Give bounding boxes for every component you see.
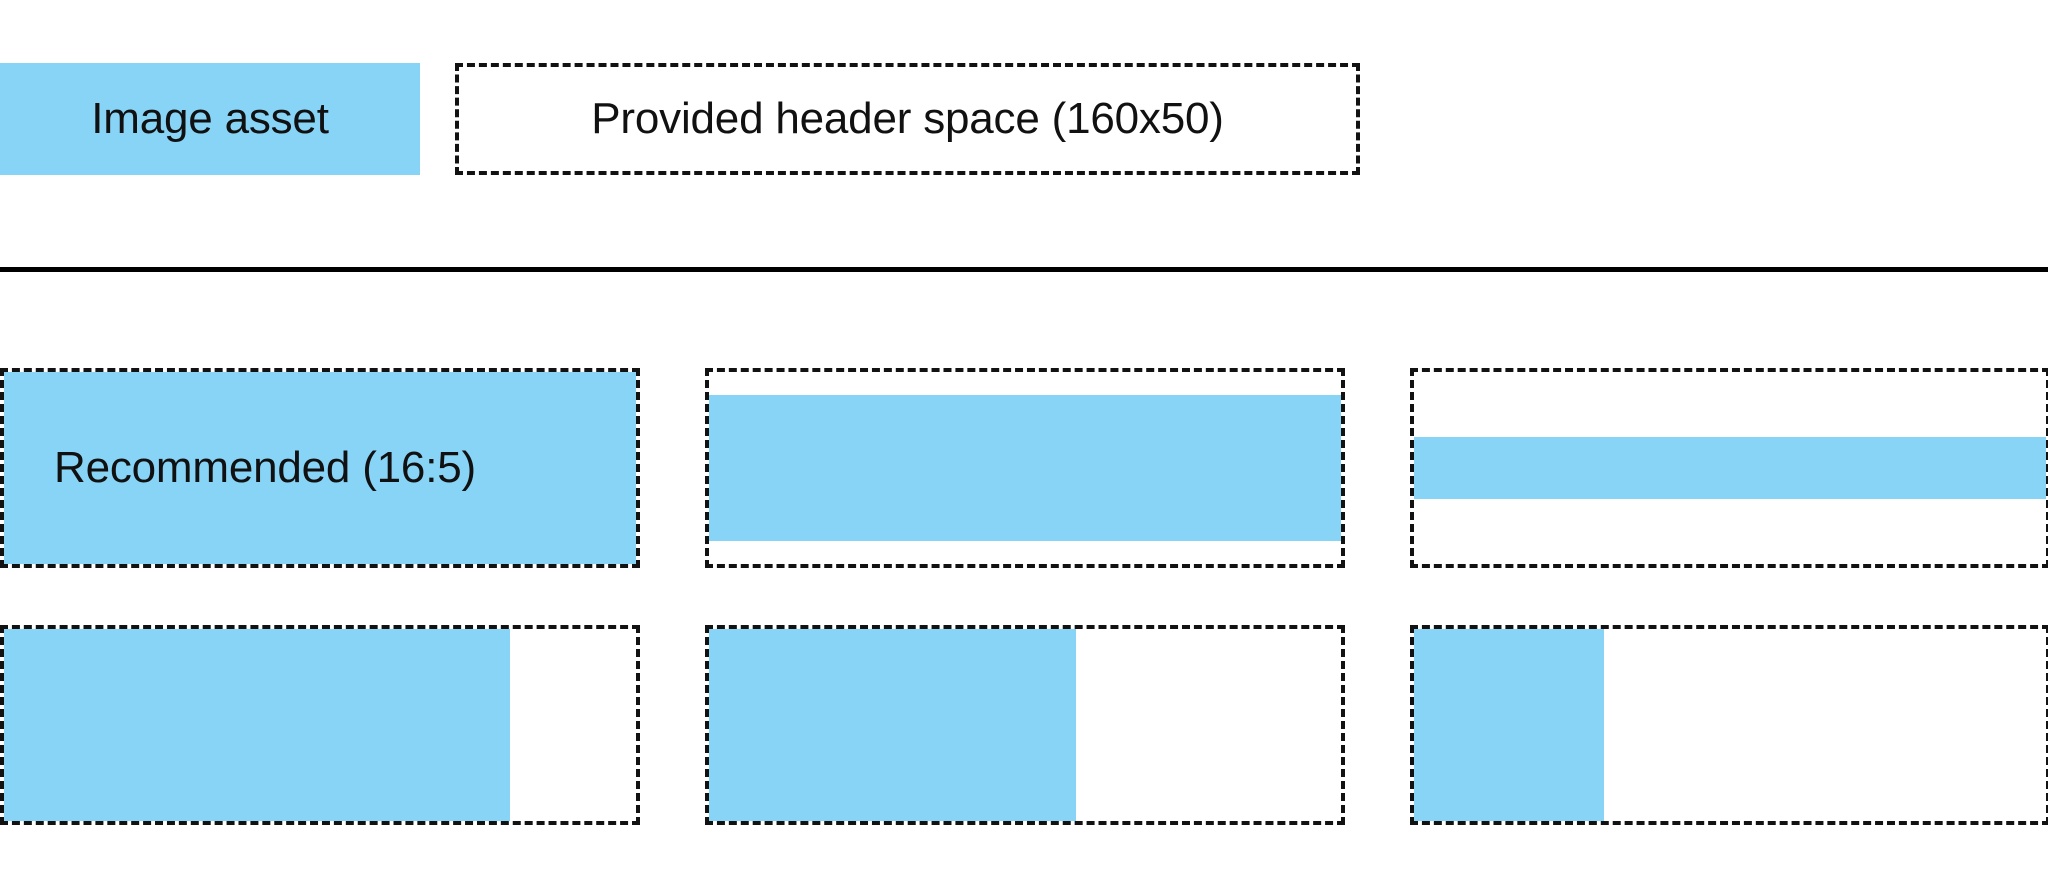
header-spacer [420,63,455,175]
narrow-pillar-cell-fill [1414,629,1604,821]
cell-spacer [640,625,705,825]
letterbox-cell [705,368,1345,568]
sample-row-1: Recommended (16:5) [0,368,2048,568]
medium-pillar-cell [705,625,1345,825]
recommended-cell-fill [4,372,636,564]
section-divider [0,267,2048,272]
wide-pillar-cell [0,625,640,825]
letterbox-cell-fill [709,395,1341,541]
header-row: Image asset Provided header space (160x5… [0,63,1360,175]
narrow-pillar-cell [1410,625,2048,825]
recommended-cell: Recommended (16:5) [0,368,640,568]
medium-pillar-cell-fill [709,629,1076,821]
cell-spacer [640,368,705,568]
wide-pillar-cell-fill [4,629,510,821]
cell-spacer [1345,625,1410,825]
thin-band-cell-fill [1414,437,2046,499]
provided-header-space-label: Provided header space (160x50) [591,94,1224,143]
image-asset-swatch: Image asset [0,63,420,175]
recommended-cell-label: Recommended (16:5) [54,443,476,492]
image-asset-label: Image asset [91,94,329,143]
thin-band-cell [1410,368,2048,568]
sample-row-2 [0,625,2048,825]
provided-header-space-box: Provided header space (160x50) [455,63,1360,175]
cell-spacer [1345,368,1410,568]
